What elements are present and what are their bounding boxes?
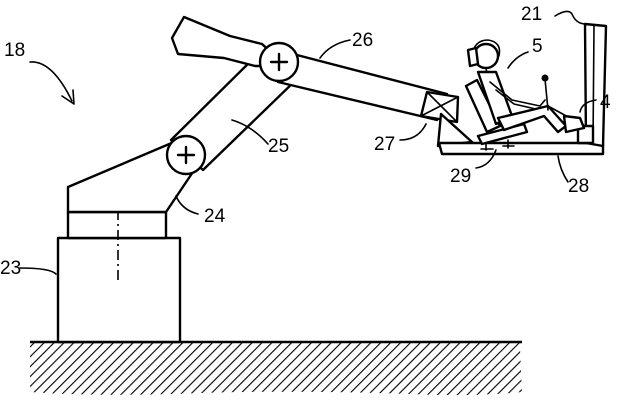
person-5	[466, 39, 586, 134]
robot-base	[56, 236, 182, 344]
label-link-middle: 25	[268, 136, 289, 157]
joint-upper	[258, 41, 300, 83]
label-person: 5	[532, 36, 543, 57]
controller-4	[541, 74, 549, 111]
label-seat: 29	[450, 166, 471, 187]
platform-28	[437, 141, 605, 156]
label-link-lower: 24	[204, 206, 226, 227]
joint-mount-27	[419, 90, 474, 148]
label-robot-system: 18	[4, 40, 25, 61]
leader-lines	[19, 10, 597, 275]
label-link-upper: 26	[352, 30, 373, 51]
label-platform: 28	[568, 176, 589, 197]
ground-hatch	[30, 342, 522, 396]
label-controller: 4	[600, 92, 611, 113]
arm-counterweight	[170, 15, 288, 68]
seat-29	[464, 78, 529, 151]
label-joint-mount: 27	[374, 134, 395, 155]
label-operator-cabin: 21	[521, 4, 542, 25]
operator-cabin-21	[576, 22, 608, 148]
joint-lower	[165, 134, 207, 176]
base-turntable	[66, 210, 168, 240]
label-base: 23	[0, 258, 21, 279]
